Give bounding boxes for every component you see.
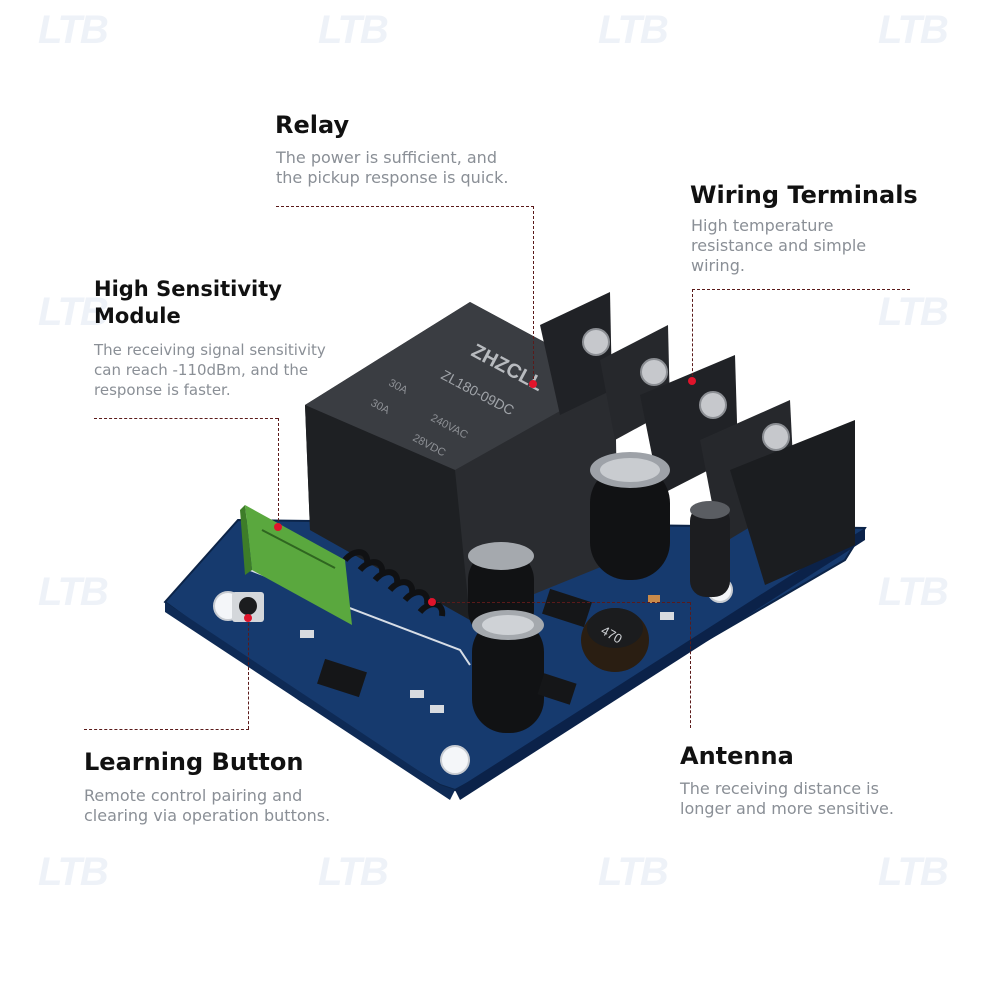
watermark-logo: LTB bbox=[38, 290, 109, 334]
watermark-logo: LTB bbox=[38, 570, 109, 614]
watermark-logo: LTB bbox=[878, 850, 949, 894]
wiring-terminals-marker bbox=[688, 377, 696, 385]
watermark-logo: LTB bbox=[318, 850, 389, 894]
relay-desc-line1: The power is sufficient, and bbox=[276, 148, 497, 167]
capacitor-small bbox=[468, 542, 544, 733]
antenna-coil bbox=[342, 549, 446, 617]
watermark-logo: LTB bbox=[878, 290, 949, 334]
watermark-logo: LTB bbox=[598, 850, 669, 894]
wiring-terminal-block bbox=[540, 292, 855, 585]
inductor: 470 bbox=[581, 608, 649, 672]
module-title-line2: Module bbox=[94, 304, 181, 328]
antenna-desc-line1: The receiving distance is bbox=[680, 779, 879, 798]
rf-module bbox=[240, 505, 352, 625]
wiring-desc-line1: High temperature bbox=[691, 216, 834, 235]
learning-desc-line1: Remote control pairing and bbox=[84, 786, 303, 805]
module-desc-line1: The receiving signal sensitivity bbox=[94, 341, 326, 359]
watermark-logo: LTB bbox=[878, 570, 949, 614]
watermark-logo: LTB bbox=[318, 8, 389, 52]
watermark-logo: LTB bbox=[38, 850, 109, 894]
module-marker bbox=[274, 523, 282, 531]
learning-button-marker bbox=[244, 614, 252, 622]
coil-vertical bbox=[690, 501, 730, 597]
wiring-desc-line3: wiring. bbox=[691, 256, 745, 275]
watermark-logo: LTB bbox=[38, 8, 109, 52]
relay-marker bbox=[529, 380, 537, 388]
antenna-desc-line2: longer and more sensitive. bbox=[680, 799, 894, 818]
wiring-desc-line2: resistance and simple bbox=[691, 236, 867, 255]
learning-desc-line2: clearing via operation buttons. bbox=[84, 806, 331, 825]
learning-button-title: Learning Button bbox=[84, 748, 304, 776]
module-desc-line3: response is faster. bbox=[94, 381, 231, 399]
relay-desc-line2: the pickup response is quick. bbox=[276, 168, 509, 187]
antenna-marker bbox=[428, 598, 436, 606]
module-desc-line2: can reach -110dBm, and the bbox=[94, 361, 309, 379]
capacitor-large bbox=[590, 452, 670, 580]
module-title-line1: High Sensitivity bbox=[94, 277, 282, 301]
watermark-logo: LTB bbox=[598, 8, 669, 52]
relay-title: Relay bbox=[275, 111, 350, 139]
learning-button-image bbox=[232, 592, 264, 622]
wiring-terminals-title: Wiring Terminals bbox=[690, 181, 918, 209]
antenna-title: Antenna bbox=[680, 742, 794, 770]
watermark-logo: LTB bbox=[878, 8, 949, 52]
